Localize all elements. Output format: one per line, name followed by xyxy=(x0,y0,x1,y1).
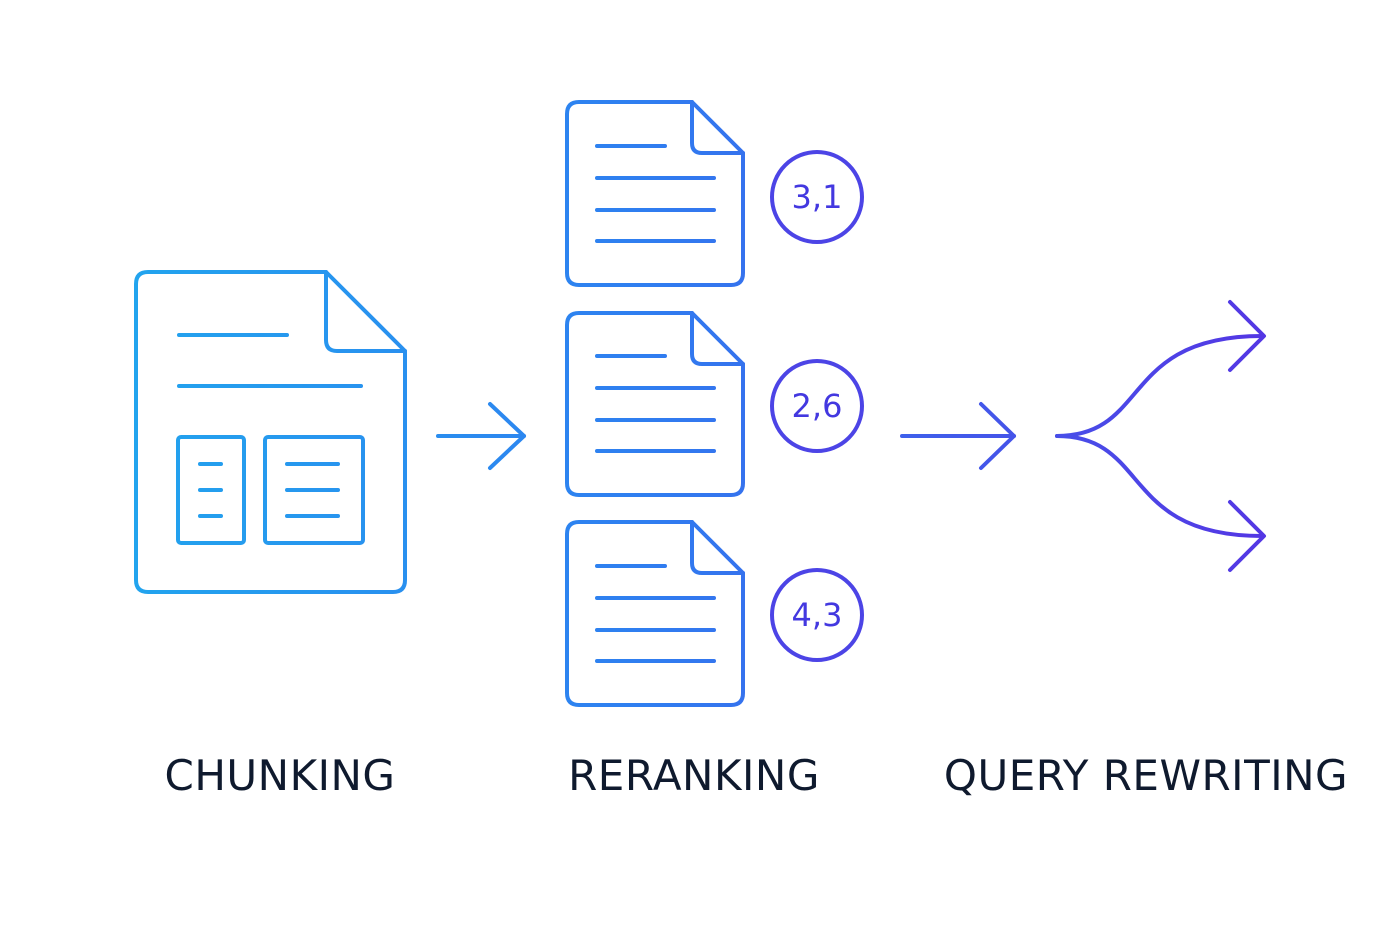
fork-arrows-icon xyxy=(1055,300,1266,572)
stage-label-query-rewriting: QUERY REWRITING xyxy=(943,751,1349,800)
arrow-right-icon xyxy=(900,402,1016,470)
ranked-document-icon xyxy=(565,100,745,287)
stage-label-chunking: CHUNKING xyxy=(164,751,396,800)
score-label: 4,3 xyxy=(792,596,843,634)
score-badge: 2,6 xyxy=(770,359,864,453)
score-badge: 3,1 xyxy=(770,150,864,244)
stage-label-reranking: RERANKING xyxy=(568,751,820,800)
score-badge: 4,3 xyxy=(770,568,864,662)
arrow-right-icon xyxy=(436,402,526,470)
source-document-icon xyxy=(134,270,407,594)
ranked-document-icon xyxy=(565,311,745,497)
score-label: 3,1 xyxy=(792,178,843,216)
score-label: 2,6 xyxy=(792,387,843,425)
ranked-document-icon xyxy=(565,520,745,707)
